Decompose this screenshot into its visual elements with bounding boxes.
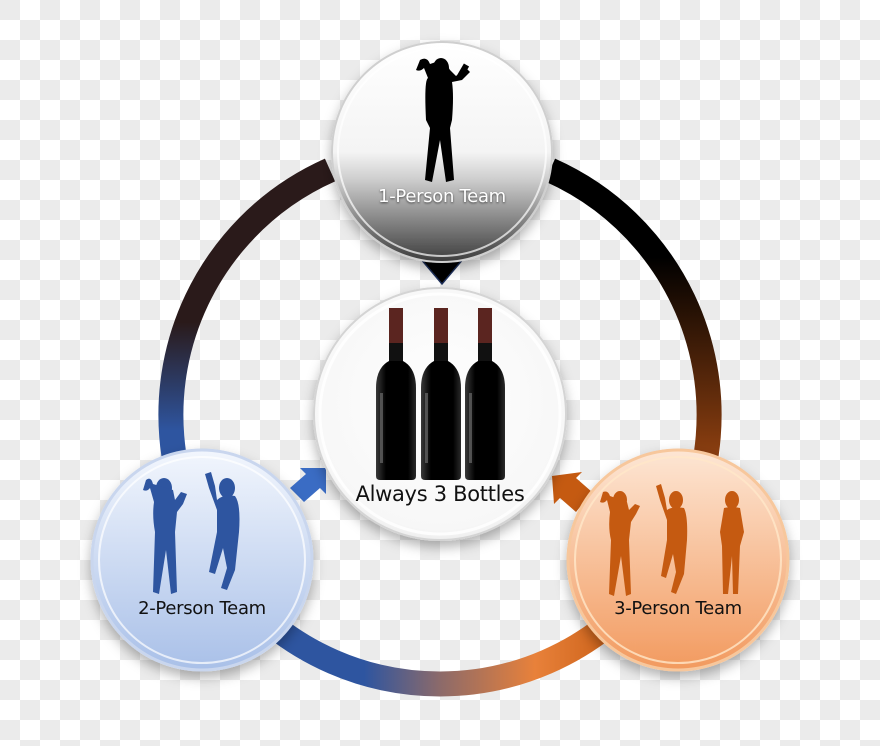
people-2-icon [143, 472, 240, 594]
arrow-up-left-icon [552, 472, 592, 512]
people-3-icon [600, 484, 744, 596]
ring-arc-bottom [241, 596, 639, 697]
node-2-person [90, 448, 314, 672]
wine-bottles-icon [376, 308, 505, 480]
arrow-up-right-icon [290, 468, 326, 502]
person-icon [416, 58, 470, 182]
center-label: Always 3 Bottles [355, 482, 525, 506]
node-3-label: 3-Person Team [614, 598, 742, 619]
node-2-label: 2-Person Team [138, 598, 266, 619]
node-1-label: 1-Person Team [378, 186, 506, 207]
